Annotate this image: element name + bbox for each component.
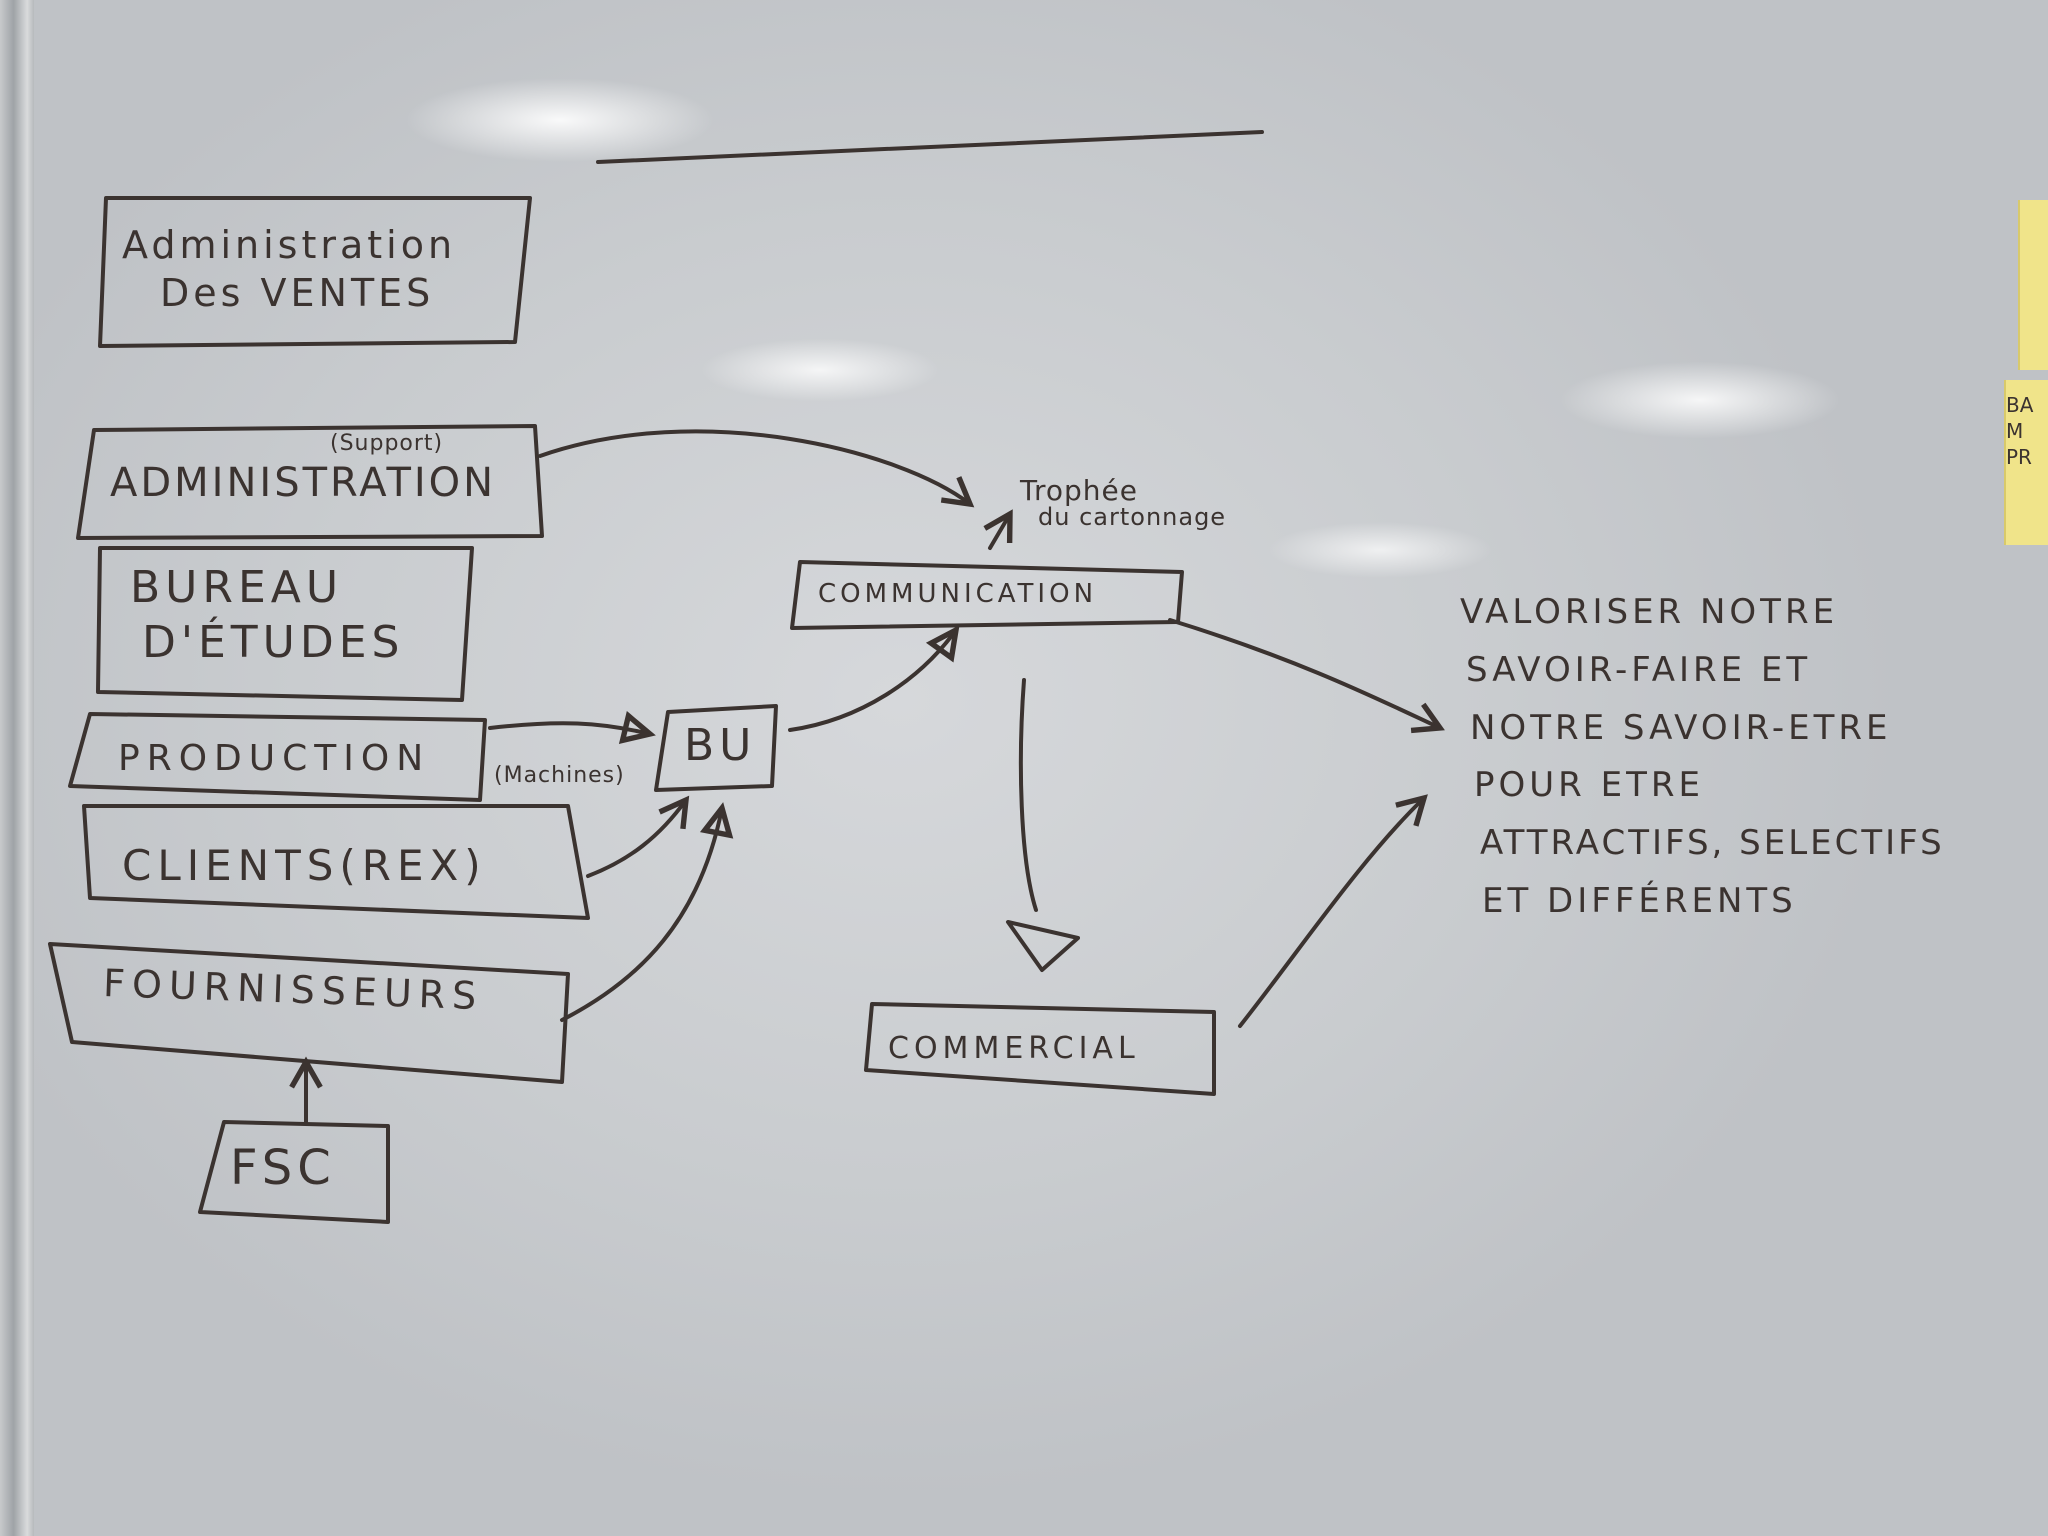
bureau-etudes-line-1: BUREAU — [130, 562, 344, 613]
arrow-fournisseurs-bu — [560, 802, 734, 1022]
postit-line: BA — [2006, 393, 2034, 417]
box-clients — [82, 804, 590, 920]
arrow-commercial-goal — [1238, 794, 1428, 1028]
goal-line-6: ET DIFFÉRENTS — [1482, 880, 1797, 921]
postit-top — [2018, 200, 2048, 370]
arrow-bu-communication — [788, 625, 960, 732]
arrow-clients-bu — [586, 795, 690, 878]
postit-line: PR — [2006, 445, 2032, 469]
goal-line-4: POUR ETRE — [1474, 765, 1704, 806]
goal-text: VALORISER NOTRE SAVOIR-FAIRE ET NOTRE SA… — [1460, 584, 1945, 931]
goal-line-1: VALORISER NOTRE — [1460, 592, 1839, 632]
label-admin-ventes: Administration Des VENTES — [122, 222, 456, 317]
box-commercial — [864, 1002, 1216, 1096]
box-fsc — [198, 1120, 390, 1224]
box-bu — [654, 704, 778, 792]
goal-line-5: ATTRACTIFS, SELECTIFS — [1480, 823, 1945, 864]
label-clients: CLIENTS(REX) — [122, 841, 487, 890]
box-production — [68, 712, 487, 802]
arrow-production-bu — [488, 710, 656, 744]
box-bureau-etudes — [96, 546, 474, 702]
arrow-administration-communication — [538, 429, 975, 508]
trophee-line-2: du cartonnage — [1038, 503, 1227, 532]
postit-bottom — [2004, 380, 2048, 545]
label-communication: COMMUNICATION — [818, 579, 1098, 609]
goal-line-2: SAVOIR-FAIRE ET — [1466, 649, 1812, 690]
label-bureau-etudes: BUREAU D'ÉTUDES — [130, 560, 404, 670]
header-line — [596, 130, 1264, 164]
label-production: PRODUCTION — [118, 738, 431, 779]
box-administration — [76, 424, 544, 540]
label-machines: (Machines) — [494, 763, 625, 788]
arrow-trophee — [983, 509, 1013, 550]
arrow-communication-commercial-head — [1006, 920, 1080, 972]
label-bu: BU — [684, 720, 757, 771]
arrow-communication-commercial — [1018, 678, 1038, 912]
admin-ventes-line-1: Administration — [122, 223, 457, 267]
admin-ventes-line-2: Des VENTES — [160, 270, 435, 315]
postit-fragment: BA M PR — [2006, 392, 2033, 470]
label-fsc: FSC — [230, 1140, 336, 1196]
arrow-communication-goal — [1168, 618, 1445, 734]
box-fournisseurs — [48, 942, 570, 1084]
label-administration-note: (Support) — [330, 431, 444, 456]
trophee-line-1: Trophée — [1020, 474, 1138, 507]
goal-line-3: NOTRE SAVOIR-ETRE — [1470, 707, 1892, 748]
postit-line: M — [2006, 419, 2024, 443]
whiteboard-frame — [0, 0, 34, 1536]
box-admin-ventes — [98, 196, 532, 348]
bureau-etudes-line-2: D'ÉTUDES — [142, 617, 405, 668]
label-administration: ADMINISTRATION — [110, 460, 497, 506]
label-trophee: Trophée du cartonnage — [1012, 476, 1226, 531]
label-commercial: COMMERCIAL — [888, 1031, 1140, 1066]
